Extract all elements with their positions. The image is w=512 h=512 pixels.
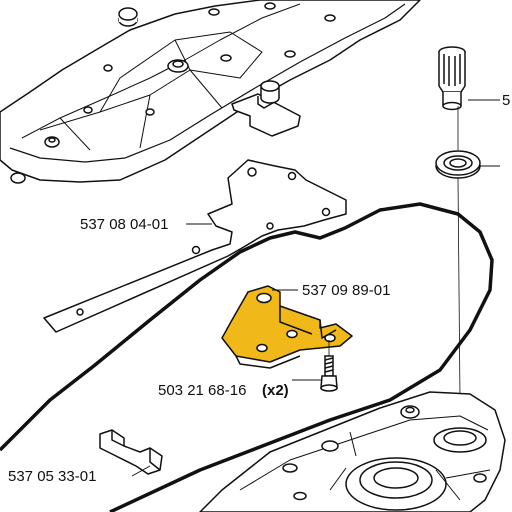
housing-top (0, 0, 421, 184)
bearing (435, 150, 500, 179)
screw (320, 340, 338, 392)
label-gasket-plate: 537 08 04-01 (80, 216, 168, 233)
label-shaft-partial: 5 (502, 92, 510, 109)
label-clip: 537 05 33-01 (8, 468, 96, 485)
centerline-lower (457, 177, 461, 401)
label-screw: 503 21 68-16 (158, 382, 246, 399)
o-ring-gasket (0, 202, 494, 512)
housing-bottom (199, 391, 506, 512)
gear-shaft (438, 46, 500, 111)
highlighted-bracket (221, 285, 353, 369)
label-bracket: 537 09 89-01 (302, 282, 390, 299)
gasket-plate (43, 159, 347, 333)
leader-lines (131, 223, 322, 477)
label-screw-qty: (x2) (262, 382, 289, 399)
small-clip (99, 429, 163, 475)
